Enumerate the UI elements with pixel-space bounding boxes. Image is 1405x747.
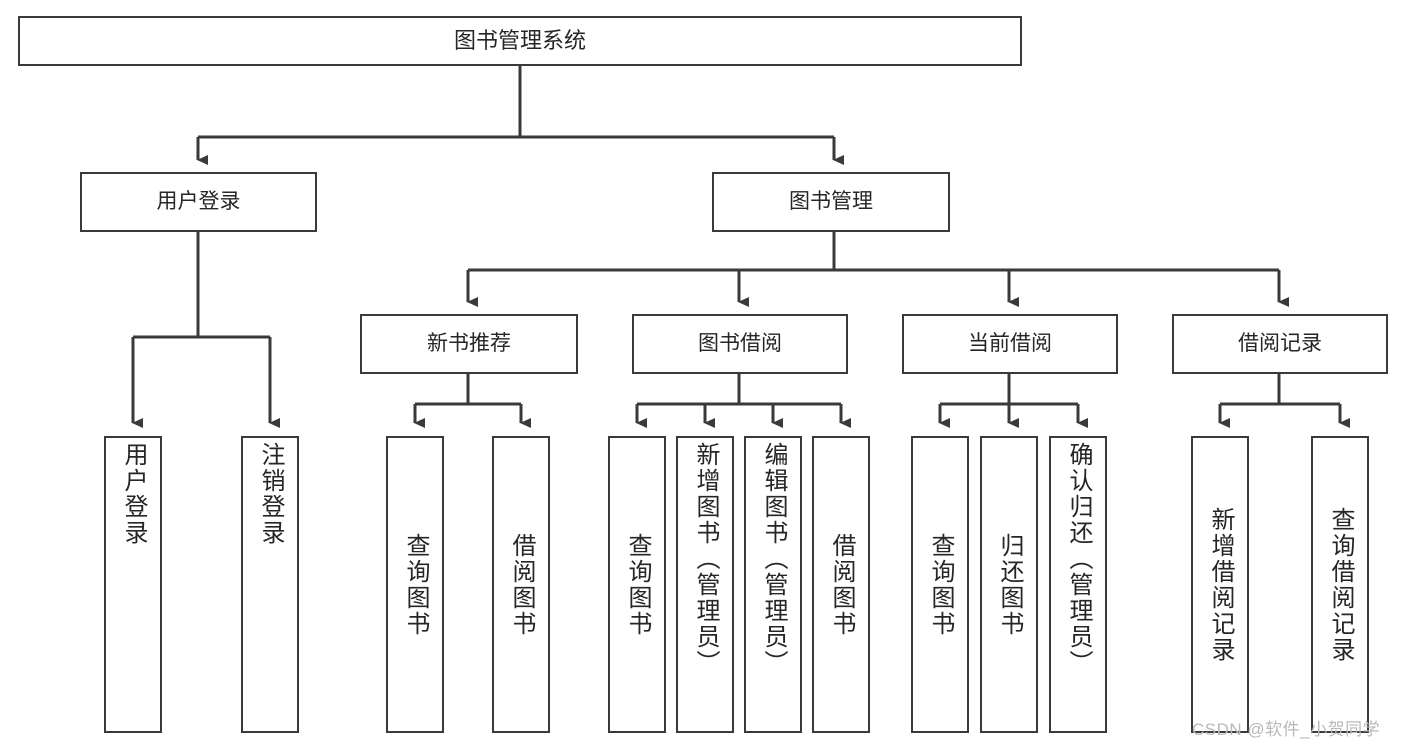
node-user-login[interactable]: 用户登录 <box>80 172 317 232</box>
node-label: 查询图书 <box>624 532 651 637</box>
node-label: 查询借阅记录 <box>1327 506 1354 663</box>
node-label: 用户登录 <box>120 442 147 546</box>
node-label: 借阅图书 <box>828 532 855 637</box>
leaf-book-borrow-edit[interactable]: 编辑图书（管理员） <box>744 436 802 733</box>
leaf-book-borrow-lend[interactable]: 借阅图书 <box>812 436 870 733</box>
leaf-borrow-record-add[interactable]: 新增借阅记录 <box>1191 436 1249 733</box>
node-new-book-recommend[interactable]: 新书推荐 <box>360 314 578 374</box>
node-label: 确认归还（管理员） <box>1065 442 1092 676</box>
node-label: 查询图书 <box>402 532 429 637</box>
node-borrow-record[interactable]: 借阅记录 <box>1172 314 1388 374</box>
leaf-new-book-query[interactable]: 查询图书 <box>386 436 444 733</box>
node-label: 图书借阅 <box>698 331 782 355</box>
node-book-management[interactable]: 图书管理 <box>712 172 950 232</box>
node-label: 借阅记录 <box>1238 331 1322 355</box>
leaf-user-login-signin[interactable]: 用户登录 <box>104 436 162 733</box>
node-label: 新增借阅记录 <box>1207 506 1234 663</box>
node-label: 编辑图书（管理员） <box>760 442 787 676</box>
node-label: 图书管理系统 <box>453 28 586 54</box>
leaf-current-borrow-confirm-return[interactable]: 确认归还（管理员） <box>1049 436 1107 733</box>
node-label: 新增图书（管理员） <box>692 442 719 676</box>
node-label: 新书推荐 <box>427 331 511 355</box>
node-label: 注销登录 <box>257 442 284 546</box>
node-label: 归还图书 <box>996 532 1023 637</box>
node-label: 用户登录 <box>156 189 241 213</box>
node-label: 当前借阅 <box>968 331 1052 355</box>
leaf-user-login-signout[interactable]: 注销登录 <box>241 436 299 733</box>
csdn-watermark: CSDN @软件_小贺同学 <box>1192 720 1381 739</box>
leaf-current-borrow-return[interactable]: 归还图书 <box>980 436 1038 733</box>
node-label: 查询图书 <box>927 532 954 637</box>
node-current-borrow[interactable]: 当前借阅 <box>902 314 1118 374</box>
leaf-new-book-borrow[interactable]: 借阅图书 <box>492 436 550 733</box>
leaf-borrow-record-query[interactable]: 查询借阅记录 <box>1311 436 1369 733</box>
leaf-current-borrow-query[interactable]: 查询图书 <box>911 436 969 733</box>
leaf-book-borrow-query[interactable]: 查询图书 <box>608 436 666 733</box>
node-label: 借阅图书 <box>508 532 535 637</box>
leaf-book-borrow-add[interactable]: 新增图书（管理员） <box>676 436 734 733</box>
node-root-library-system[interactable]: 图书管理系统 <box>18 16 1022 66</box>
node-book-borrow[interactable]: 图书借阅 <box>632 314 848 374</box>
node-label: 图书管理 <box>789 189 873 213</box>
